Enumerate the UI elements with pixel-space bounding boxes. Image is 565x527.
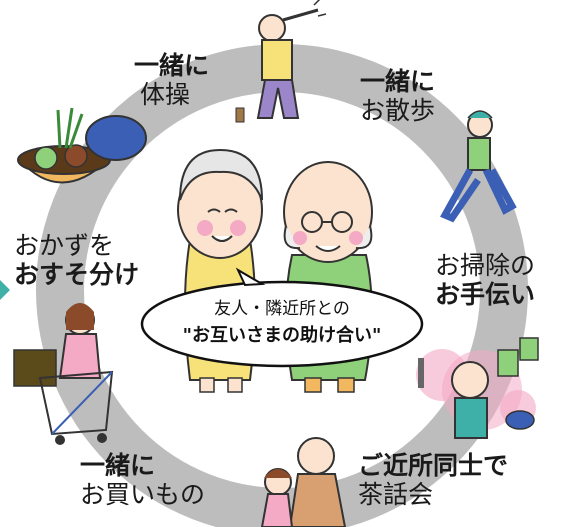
label-cleaning-normal: お掃除の bbox=[435, 251, 536, 280]
label-walk: 一緒に お散歩 bbox=[360, 67, 436, 126]
left-arrow-tip bbox=[0, 280, 10, 300]
label-shopping: 一緒に お買いもの bbox=[80, 451, 206, 510]
label-tea-bold: ご近所同士で bbox=[358, 451, 509, 480]
label-cleaning: お掃除の お手伝い bbox=[435, 251, 536, 310]
label-tea: ご近所同士で 茶話会 bbox=[358, 451, 509, 510]
food-bowl-illustration bbox=[17, 107, 147, 184]
center-speech-bubble: 友人・隣近所との "お互いさまの助け合い" bbox=[140, 267, 424, 368]
label-walk-bold: 一緒に bbox=[360, 67, 436, 96]
label-exercise-normal: 体操 bbox=[140, 79, 191, 109]
shopping-woman-illustration bbox=[13, 303, 114, 445]
label-sharing-normal: おかずを bbox=[14, 231, 115, 260]
label-shopping-normal: お買いもの bbox=[80, 479, 206, 509]
label-exercise: 一緒に 体操 bbox=[134, 51, 210, 110]
label-walk-normal: お散歩 bbox=[360, 95, 436, 125]
bubble-line-1: 友人・隣近所との bbox=[214, 299, 350, 319]
label-shopping-bold: 一緒に bbox=[80, 451, 156, 480]
cleaning-man-illustration bbox=[416, 337, 539, 439]
label-sharing: おかずを おすそ分け bbox=[14, 231, 140, 290]
label-exercise-bold: 一緒に bbox=[134, 51, 210, 80]
label-sharing-bold: おすそ分け bbox=[14, 259, 140, 289]
bubble-line-2: "お互いさまの助け合い" bbox=[183, 324, 382, 346]
grandpa-with-child-illustration bbox=[260, 437, 347, 527]
walking-woman-illustration bbox=[440, 110, 517, 223]
label-tea-normal: 茶話会 bbox=[358, 479, 434, 509]
label-cleaning-bold: お手伝い bbox=[435, 279, 536, 309]
exercise-person-illustration bbox=[235, 0, 327, 123]
